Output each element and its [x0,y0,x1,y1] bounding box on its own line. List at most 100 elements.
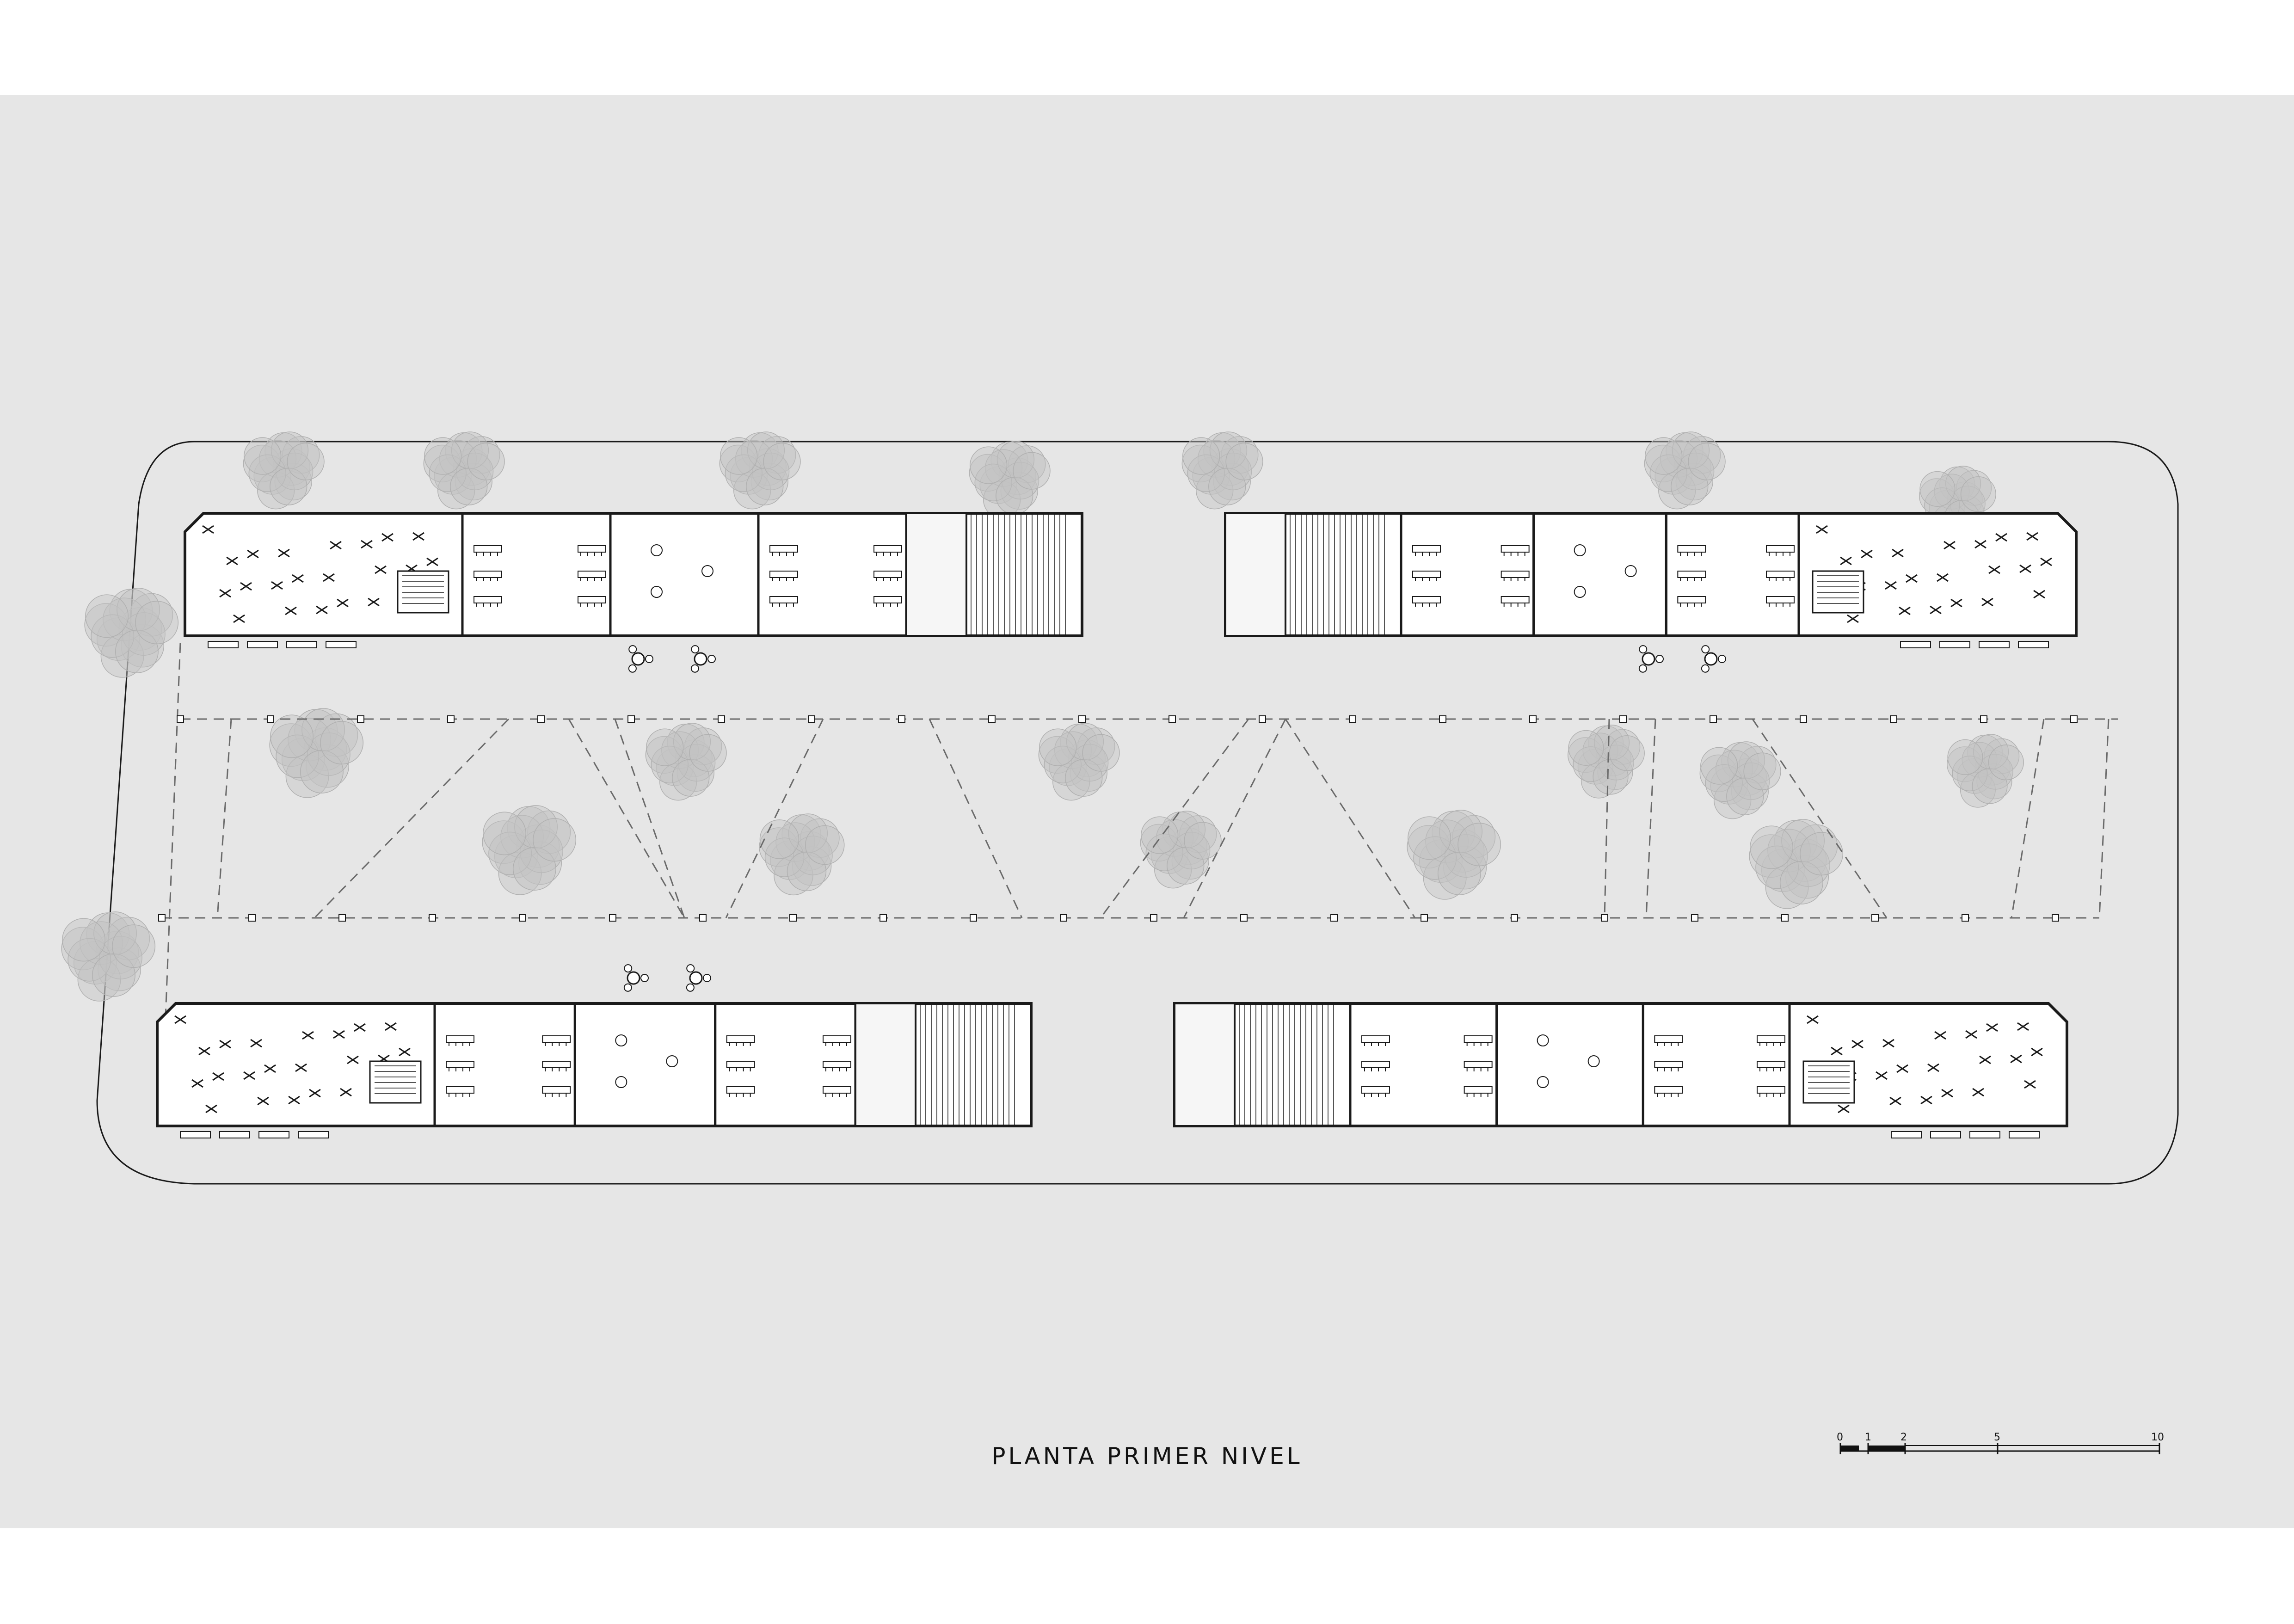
workshop-seat [212,1072,224,1081]
desk [1654,1035,1683,1043]
desk [726,1035,755,1043]
tree-canopy [1407,810,1501,900]
desk [1677,571,1706,578]
tree-canopy [645,723,727,801]
column-marker [447,715,455,723]
column-marker [1060,914,1067,922]
column-marker [1439,715,1446,723]
workshop-seat [264,1064,276,1073]
workshop-seat [337,598,349,608]
workshop-seat [1892,548,1904,558]
workshop-seat [1930,605,1942,615]
workshop-seat [2017,1022,2029,1031]
column-marker [1710,715,1717,723]
stair-core [1802,1060,1855,1104]
workshop-seat [1979,1055,1991,1064]
column-marker [988,715,996,723]
outdoor-seating [628,645,653,673]
column-marker [429,914,436,922]
desk [542,1061,571,1068]
workshop-seat [219,1040,231,1049]
plan-title: PLANTA PRIMER NIVEL [991,1443,1303,1470]
column-marker [898,715,905,723]
workshop-seat [381,533,394,542]
ramp-stair [1224,512,1385,637]
workshop-seat [1906,574,1918,583]
workshop-seat [1840,556,1852,566]
desk [726,1061,755,1068]
workshop-seat [1876,1071,1888,1080]
workshop-seat [1972,1088,1984,1097]
workshop-seat [330,541,342,550]
workshop-seat [240,582,252,591]
desk [1412,545,1441,553]
round-table [1574,544,1586,556]
bench [247,641,278,648]
workshop-seat [1950,598,1962,608]
desk [1361,1035,1390,1043]
dashed-path [1100,719,1249,918]
round-table [651,544,663,556]
workshop-seat [1851,1040,1863,1049]
tree-canopy [1947,734,2024,808]
bench [298,1131,329,1138]
tree-canopy [269,708,364,798]
workshop-seat [1885,581,1897,590]
workshop-seat [354,1023,366,1032]
workshop-seat [2033,590,2045,599]
workshop-seat [1986,1023,1998,1032]
desk [446,1086,474,1094]
workshop-seat [1807,1015,1819,1024]
workshop-seat [271,581,283,590]
desk [578,596,606,603]
column-marker [1169,715,1176,723]
round-table [1624,565,1637,577]
tree-canopy [243,431,325,510]
desk [769,545,798,553]
column-marker [1529,715,1537,723]
wing-outline [1224,512,2078,637]
desk [474,545,502,553]
desk [578,545,606,553]
scale-label-5: 5 [1994,1432,2000,1443]
tree-canopy [719,431,801,510]
desk [1757,1061,1785,1068]
workshop-seat [385,1022,397,1031]
desk [1654,1061,1683,1068]
workshop-seat [1934,1031,1946,1040]
workshop-seat [1995,533,2007,542]
column-marker [1619,715,1627,723]
tree-canopy [423,431,505,510]
ramp-stair [1174,1003,1334,1127]
column-marker [1421,914,1428,922]
workshop-seat [1927,1063,1939,1072]
building-blocks [156,512,2078,1138]
round-table [615,1034,627,1046]
dashed-path [568,719,685,918]
workshop-seat [285,606,297,615]
workshop-seat [243,1071,255,1080]
workshop-seat [1896,1064,1908,1073]
stair-core [397,570,449,614]
ground-background [0,95,2294,1528]
bench [1900,641,1931,648]
workshop-seat [278,548,290,558]
dashed-path [2011,719,2045,918]
scale-label-1: 1 [1865,1432,1871,1443]
column-marker [177,715,184,723]
bench [1979,641,2010,648]
workshop-seat [1882,1039,1894,1048]
workshop-seat [1937,573,1949,582]
column-marker [808,715,815,723]
tree-canopy [1181,431,1263,510]
workshop-seat [399,1047,411,1057]
workshop-seat [205,1104,217,1113]
workshop-seat [2010,1054,2022,1064]
workshop-seat [368,597,380,607]
dashed-path [314,718,510,919]
desk [823,1035,851,1043]
bench [180,1131,211,1138]
column-marker [2070,715,2078,723]
workshop-seat [198,1046,210,1056]
